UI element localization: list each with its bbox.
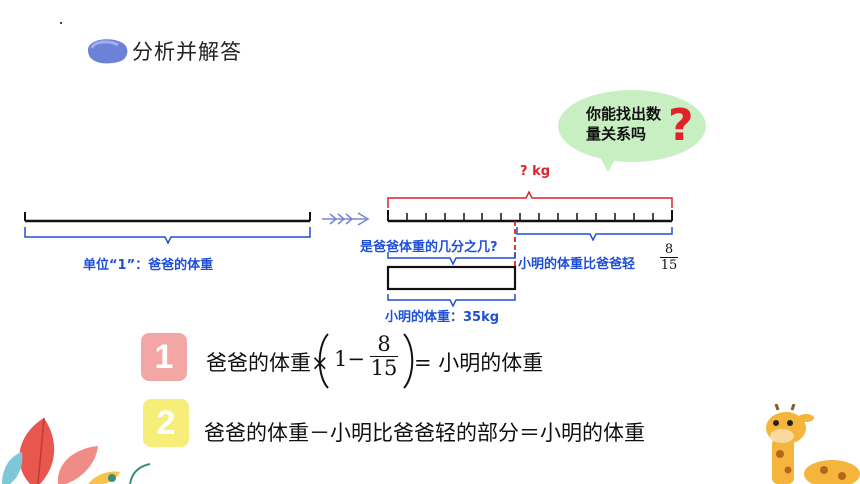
ming-label: 小明的体重：35kg xyxy=(385,310,500,325)
dad-label: 单位“1”：爸爸的体重 xyxy=(83,258,214,273)
fraction-question-label: 是爸爸体重的几分之几? xyxy=(360,240,498,255)
unknown-brace xyxy=(387,190,673,208)
ming-brace xyxy=(387,294,516,308)
equation-1-parens xyxy=(318,333,414,389)
step-badge-1: 1 xyxy=(141,333,187,381)
dad-ruler xyxy=(387,210,673,223)
equation-1-left: 爸爸的体重× xyxy=(206,351,329,375)
bubble-text: 你能找出数 量关系吗 xyxy=(586,105,662,143)
corner-dot xyxy=(60,22,62,24)
lighter-brace xyxy=(516,227,673,242)
ming-weight-bar xyxy=(386,265,517,291)
dad-weight-line xyxy=(24,212,311,223)
lighter-fraction: 8 15 xyxy=(660,242,678,273)
equation-1-right: = 小明的体重 xyxy=(414,351,544,375)
header-blob-icon xyxy=(88,39,128,64)
step-badge-2: 2 xyxy=(143,399,189,447)
question-brace xyxy=(387,252,516,266)
lighter-label: 小明的体重比爸爸轻 xyxy=(518,257,636,272)
question-mark-icon: ? xyxy=(668,100,694,151)
equation-1-fraction: 8 15 xyxy=(370,332,398,380)
dad-brace xyxy=(24,227,311,245)
giraffe-icon xyxy=(766,404,860,484)
page-title: 分析并解答 xyxy=(132,40,242,64)
speech-bubble xyxy=(558,90,706,172)
arrow-icon xyxy=(322,212,370,226)
equation-1-one: 1− xyxy=(334,347,365,371)
equation-2: 爸爸的体重－小明比爸爸轻的部分＝小明的体重 xyxy=(204,421,645,445)
unknown-label: ? kg xyxy=(520,164,551,179)
leaves-decoration-icon xyxy=(2,417,151,484)
